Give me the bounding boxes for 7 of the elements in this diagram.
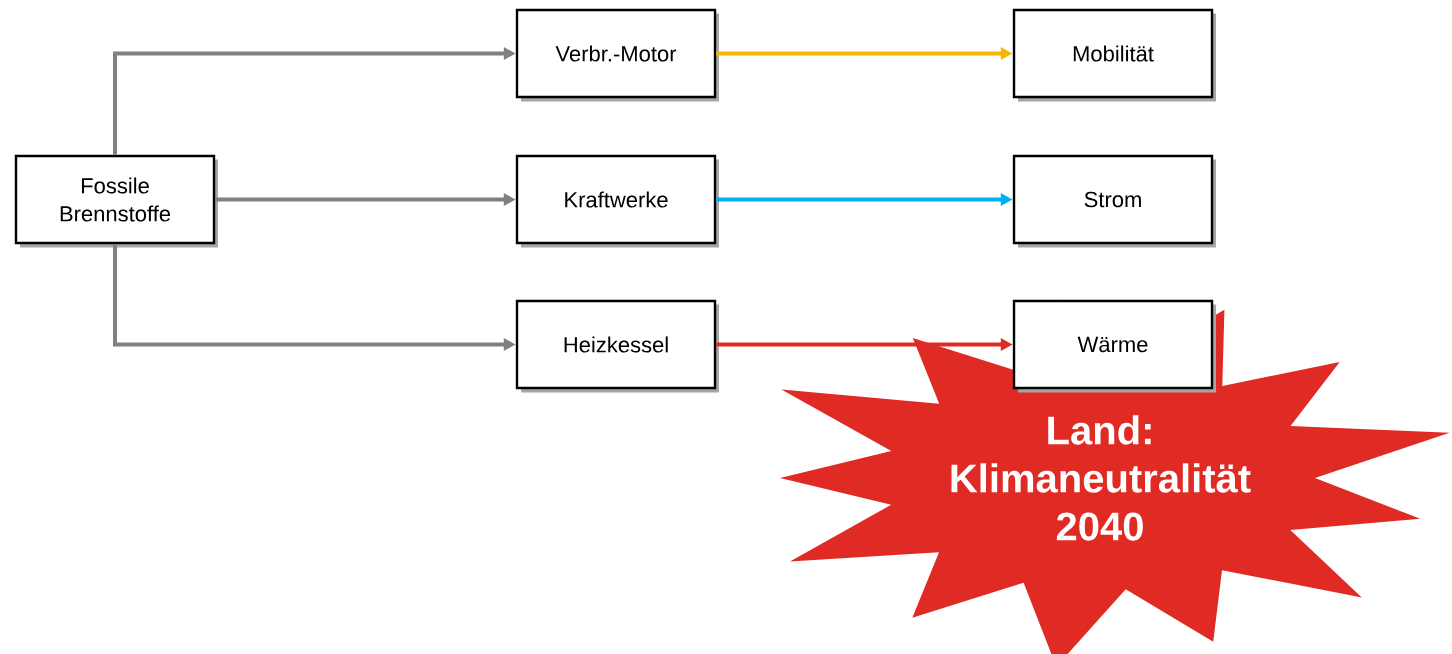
process-box: Wärme — [1012, 299, 1216, 393]
process-box: Mobilität — [1012, 8, 1216, 102]
process-box: Heizkessel — [515, 299, 719, 393]
process-box: Verbr.-Motor — [515, 8, 719, 102]
process-box: Kraftwerke — [515, 154, 719, 248]
process-box: Fossile Brennstoffe — [14, 154, 218, 248]
process-box: Strom — [1012, 154, 1216, 248]
